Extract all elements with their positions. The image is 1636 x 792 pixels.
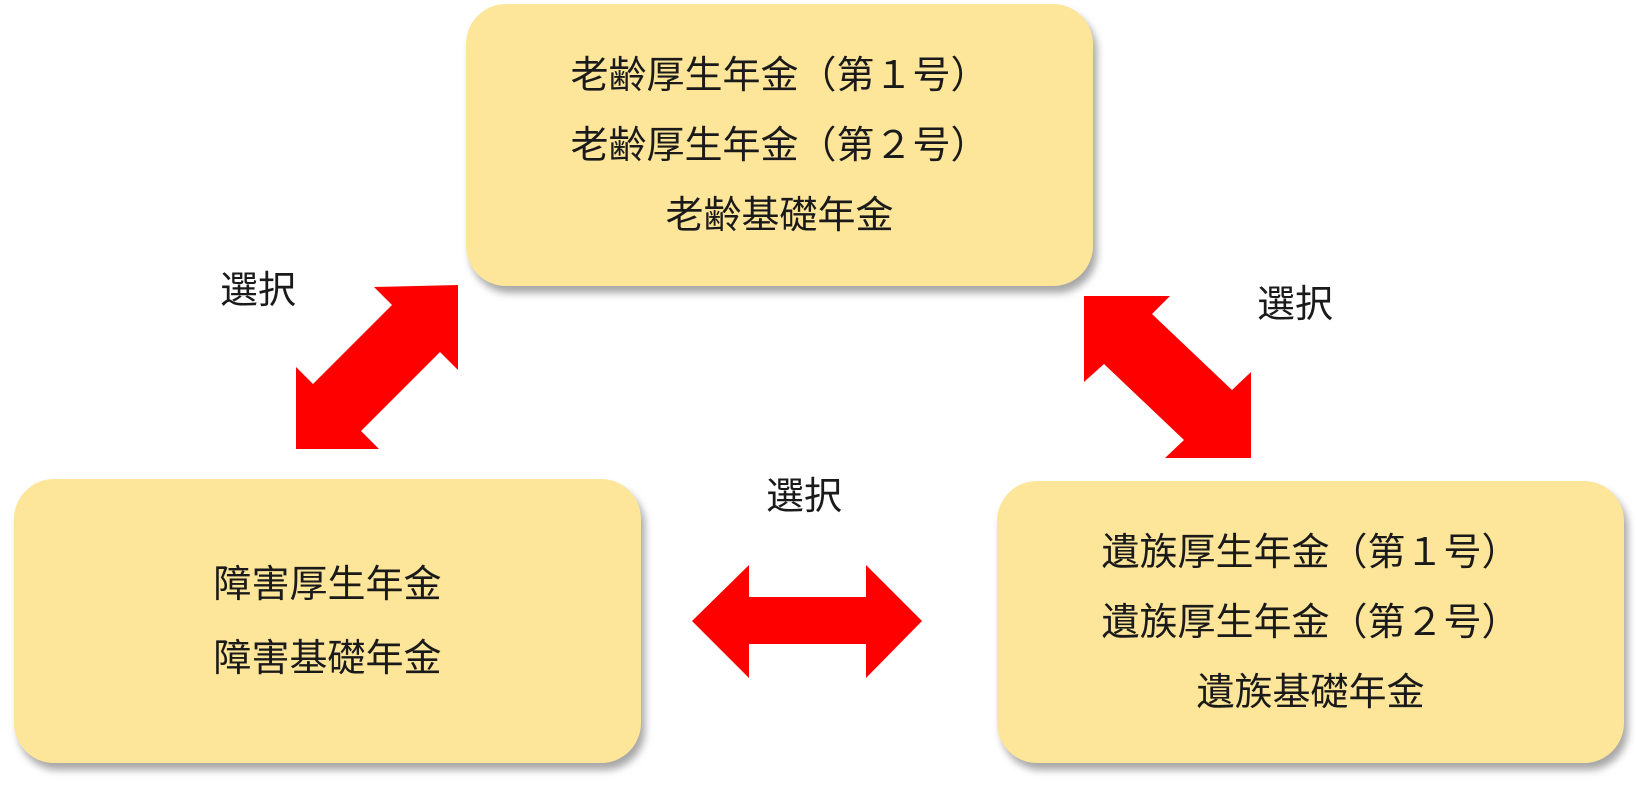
select-label-left: 選択 (220, 268, 297, 312)
disability-line-1: 障害厚生年金 (213, 562, 442, 606)
survivor-line-1: 遺族厚生年金（第１号） (1101, 530, 1520, 574)
disability-line-2: 障害基礎年金 (213, 636, 442, 680)
select-label-right: 選択 (1257, 282, 1334, 326)
disability-pension-box: 障害厚生年金 障害基礎年金 (14, 479, 641, 763)
old-age-line-2: 老齢厚生年金（第２号） (570, 123, 989, 167)
old-age-line-1: 老齢厚生年金（第１号） (570, 53, 989, 97)
double-arrow-right-diagonal (1084, 296, 1251, 458)
old-age-line-3: 老齢基礎年金 (665, 193, 894, 237)
select-label-middle: 選択 (766, 474, 843, 518)
double-arrow-horizontal (692, 565, 922, 678)
double-arrow-left-diagonal (296, 285, 458, 449)
survivor-line-3: 遺族基礎年金 (1196, 670, 1425, 714)
survivor-line-2: 遺族厚生年金（第２号） (1101, 600, 1520, 644)
survivor-pension-box: 遺族厚生年金（第１号） 遺族厚生年金（第２号） 遺族基礎年金 (997, 481, 1624, 763)
old-age-pension-box: 老齢厚生年金（第１号） 老齢厚生年金（第２号） 老齢基礎年金 (466, 4, 1093, 286)
